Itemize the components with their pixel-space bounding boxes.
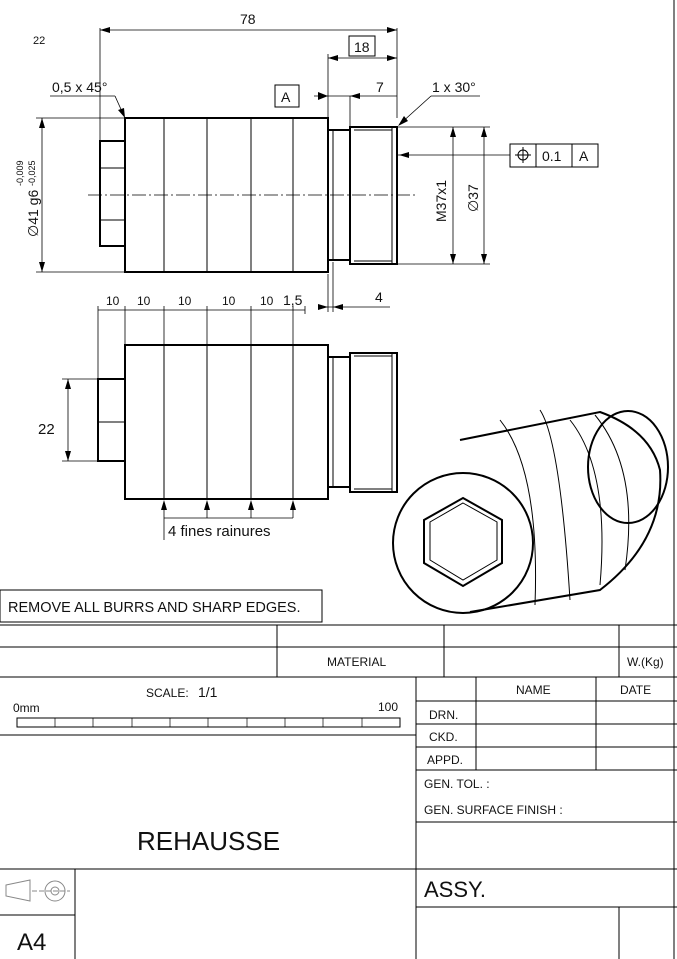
scale-value: 1/1 [198, 684, 218, 700]
spacing-4: 10 [222, 294, 236, 308]
tol-value: 0.1 [542, 148, 562, 164]
date-header: DATE [620, 683, 651, 697]
bottom-view: 22 4 fines rainures [38, 344, 398, 540]
gen-finish-label: GEN. SURFACE FINISH : [424, 803, 563, 817]
spacing-dimensions: 10 10 10 10 10 1,5 4 [97, 262, 390, 380]
dim-thread-length: 18 [354, 39, 370, 55]
scale-min: 0mm [13, 701, 40, 715]
thread-outline [349, 126, 398, 265]
name-header: NAME [516, 683, 551, 697]
scale-label: SCALE: [146, 686, 189, 700]
main-body-outline-2 [124, 344, 329, 500]
ckd-label: CKD. [429, 730, 458, 744]
spacing-6: 1,5 [283, 292, 303, 308]
dim-tol-upper: -0,009 [15, 160, 25, 186]
dim-chamfer-right: 1 x 30° [432, 79, 476, 95]
spacing-1: 10 [106, 294, 120, 308]
iso-front-face [392, 472, 534, 614]
drn-label: DRN. [429, 708, 458, 722]
scale-bar [16, 717, 401, 728]
note-box [0, 589, 323, 623]
appd-label: APPD. [427, 753, 463, 767]
weight-label: W.(Kg) [627, 655, 664, 669]
dim-chamfer-left: 0,5 x 45° [52, 79, 107, 95]
dim-overall-length: 78 [240, 11, 256, 27]
title-block: REMOVE ALL BURRS AND SHARP EDGES. MATERI… [0, 589, 677, 959]
groove-gap: 4 [375, 289, 383, 305]
dim-thread-spec: M37x1 [433, 180, 449, 222]
isometric-view [392, 409, 669, 614]
thread-outline-2 [349, 352, 398, 493]
scale-max: 100 [378, 700, 398, 714]
datum-box [274, 84, 300, 108]
dim-tol-lower: -0,025 [27, 160, 37, 186]
material-label: MATERIAL [327, 655, 386, 669]
dim-thread-offset: 7 [376, 79, 384, 95]
sheet-size: A4 [17, 929, 46, 956]
neck-outline-2 [327, 356, 351, 488]
hex-boss-outline [99, 140, 126, 247]
spacing-5: 10 [260, 294, 274, 308]
corner-note: 22 [33, 35, 45, 47]
dim-thread-length-box [348, 35, 376, 57]
dim-thread-diameter: ∅37 [465, 184, 481, 212]
tol-datum: A [579, 148, 589, 164]
dim-body-diameter: ∅41 g6 [25, 190, 41, 237]
spacing-3: 10 [178, 294, 192, 308]
drawing-title: REHAUSSE [137, 826, 280, 856]
datum-label: A [281, 89, 291, 105]
tolerance-frame [509, 143, 599, 168]
hex-boss-outline-2 [97, 378, 126, 462]
gen-tol-label: GEN. TOL. : [424, 777, 490, 791]
assy-label: ASSY. [424, 877, 486, 902]
projection-symbol-icon [5, 879, 70, 902]
hex-socket-icon [423, 496, 503, 588]
groove-label: 4 fines rainures [168, 523, 271, 540]
note-text: REMOVE ALL BURRS AND SHARP EDGES. [8, 600, 301, 616]
dim-hex-height: 22 [38, 421, 55, 438]
spacing-2: 10 [137, 294, 151, 308]
top-view: 78 18 7 A 1 x 30° 0,5 x 45° ∅41 g6 -0 [15, 11, 599, 273]
